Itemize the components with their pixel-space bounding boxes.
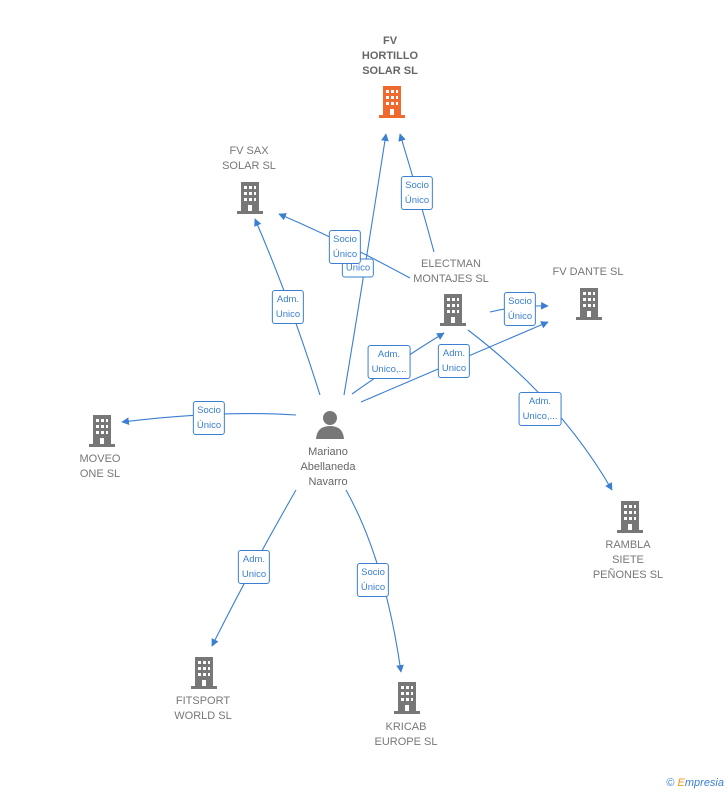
edge-label: Adm. Unico xyxy=(271,290,305,324)
person-icon[interactable] xyxy=(315,409,345,439)
copyright-icon: © xyxy=(666,777,675,789)
building-icon[interactable] xyxy=(87,413,117,447)
building-icon[interactable] xyxy=(438,292,468,326)
company-label-kricab[interactable]: KRICAB EUROPE SL xyxy=(374,721,438,748)
edge-label: Adm. Unico,... xyxy=(367,345,411,379)
company-label-fv-hortillo[interactable]: FV HORTILLO SOLAR SL xyxy=(361,35,419,77)
brand-logo[interactable]: ©Empresia xyxy=(666,777,724,789)
company-label-fv-dante[interactable]: FV DANTE SL xyxy=(552,266,624,278)
company-label-moveo[interactable]: MOVEO ONE SL xyxy=(79,453,121,480)
edge-label: Socio Único xyxy=(356,563,390,597)
person-label[interactable]: Mariano Abellaneda Navarro xyxy=(300,446,356,488)
edge-line xyxy=(343,133,389,396)
edge-label: Socio Único xyxy=(503,292,537,326)
building-icon[interactable] xyxy=(615,499,645,533)
edge-label: Adm. Unico,... xyxy=(518,392,562,426)
company-label-fitsport[interactable]: FITSPORT WORLD SL xyxy=(174,695,232,722)
building-icon[interactable] xyxy=(235,180,265,214)
company-label-rambla[interactable]: RAMBLA SIETE PEÑONES SL xyxy=(592,539,664,581)
edge-label: Socio Único xyxy=(400,176,434,210)
brand-initial: E xyxy=(677,777,685,789)
edge-label: Adm. Unico xyxy=(437,344,471,378)
edge-label: Adm. Unico xyxy=(237,550,271,584)
building-icon[interactable] xyxy=(392,680,422,714)
brand-name: mpresia xyxy=(684,777,724,789)
building-icon[interactable] xyxy=(574,286,604,320)
company-label-electman[interactable]: ELECTMAN MONTAJES SL xyxy=(413,258,489,285)
company-label-fv-sax[interactable]: FV SAX SOLAR SL xyxy=(222,145,276,172)
building-icon[interactable] xyxy=(377,84,407,118)
edge-label: Socio Único xyxy=(192,401,226,435)
building-icon[interactable] xyxy=(189,655,219,689)
edge-label: Socio Único xyxy=(328,230,362,264)
